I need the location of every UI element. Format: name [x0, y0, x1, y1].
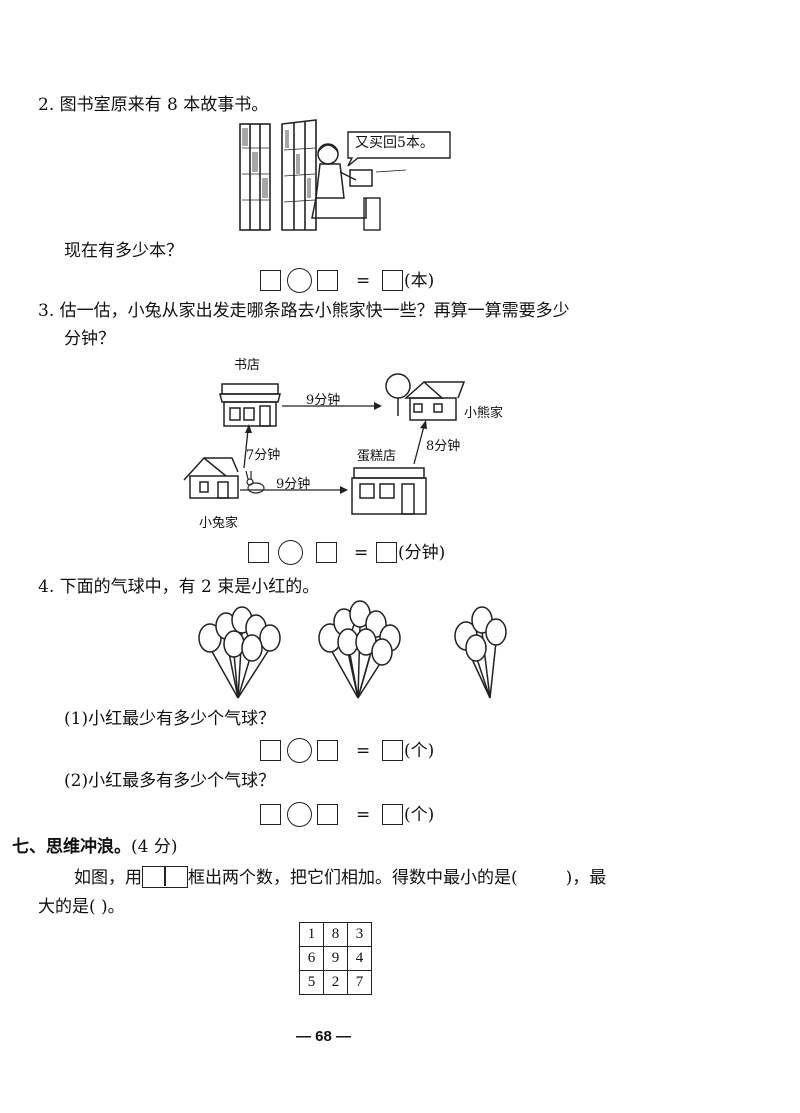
bookshelf-left	[239, 123, 271, 231]
section-7-line1: 如图，用 框出两个数，把它们相加。得数中最小的是( )，最	[74, 866, 606, 889]
girl-figure	[311, 143, 373, 219]
balloon-bunch-2	[318, 600, 401, 699]
up-route-label: 7分钟	[246, 448, 281, 463]
grid-cell: 5	[299, 970, 324, 995]
route-map	[183, 373, 466, 515]
q3-title-line2: 分钟？	[64, 329, 115, 349]
number-grid: 1 8 3 6 9 4 5 2 7	[299, 922, 372, 995]
equals-sign: =	[354, 543, 369, 563]
operator-circle[interactable]	[287, 738, 312, 763]
rabbit-home-label: 小兔家	[199, 516, 239, 531]
q4-sub1: (1)小红最少有多少个气球？	[64, 709, 276, 729]
grid-row: 5 2 7	[299, 970, 372, 995]
speech-bubble	[347, 131, 451, 167]
answer-box[interactable]	[248, 542, 269, 563]
cake-shop-icon	[351, 467, 427, 515]
operator-circle[interactable]	[278, 540, 303, 565]
rabbit-icon	[245, 470, 265, 494]
bookshelf-right	[281, 119, 317, 231]
line1-part-a: 如图，用	[74, 868, 142, 888]
equals-sign: =	[356, 271, 371, 291]
grid-cell: 4	[347, 946, 372, 971]
answer-box[interactable]	[317, 270, 338, 291]
equals-sign: =	[356, 741, 371, 761]
answer-box[interactable]	[382, 270, 403, 291]
bookstore-label: 书店	[234, 358, 261, 373]
q4-title: 4. 下面的气球中，有 2 束是小红的。	[38, 577, 320, 597]
top-route-label: 9分钟	[306, 393, 341, 408]
bear-home-icon	[385, 373, 466, 421]
q2-title: 2. 图书室原来有 8 本故事书。	[38, 95, 269, 115]
answer-box[interactable]	[316, 542, 337, 563]
answer-box[interactable]	[382, 740, 403, 761]
right-route-label: 8分钟	[426, 439, 461, 454]
grid-row: 6 9 4	[299, 946, 372, 971]
grid-cell: 3	[347, 922, 372, 947]
q3-title-line1: 3. 估一估，小兔从家出发走哪条路去小熊家快一些？再算一算需要多少	[38, 301, 570, 321]
answer-box[interactable]	[260, 270, 281, 291]
unit-label: (本)	[404, 271, 435, 291]
balloon-bunch-1	[198, 606, 281, 699]
grid-row: 1 8 3	[299, 922, 372, 947]
grid-cell: 6	[299, 946, 324, 971]
section-7-heading: 七、思维冲浪。(4 分)	[12, 836, 177, 858]
section-7-line2: 大的是( )。	[38, 897, 125, 917]
grid-cell: 1	[299, 922, 324, 947]
answer-box[interactable]	[317, 740, 338, 761]
answer-box[interactable]	[317, 804, 338, 825]
q4-sub2: (2)小红最多有多少个气球？	[64, 771, 276, 791]
grid-cell: 7	[347, 970, 372, 995]
cake-shop-label: 蛋糕店	[357, 449, 397, 464]
unit-label: (个)	[404, 805, 435, 825]
route-arrows	[240, 405, 425, 491]
grid-cell: 8	[323, 922, 348, 947]
arrow-heads	[245, 402, 427, 494]
q2-question: 现在有多少本？	[64, 241, 183, 261]
line1-part-c: )，最	[565, 868, 607, 888]
answer-box[interactable]	[382, 804, 403, 825]
library-illustration	[239, 119, 451, 231]
balloon-bunch-3	[454, 606, 507, 699]
line1-part-b: 框出两个数，把它们相加。得数中最小的是(	[188, 868, 518, 888]
section-7-title: 七、思维冲浪。	[12, 837, 131, 857]
speech-text: 又买回5本。	[355, 135, 434, 151]
unit-label: (个)	[404, 741, 435, 761]
section-7-score: (4 分)	[131, 837, 178, 857]
bottom-route-label: 9分钟	[276, 477, 311, 492]
answer-box[interactable]	[260, 740, 281, 761]
bookstore-icon	[219, 383, 281, 427]
rabbit-home-icon	[183, 456, 239, 499]
grid-cell: 2	[323, 970, 348, 995]
operator-circle[interactable]	[287, 802, 312, 827]
operator-circle[interactable]	[287, 268, 312, 293]
unit-label: (分钟)	[398, 543, 446, 563]
equals-sign: =	[356, 805, 371, 825]
answer-box[interactable]	[260, 804, 281, 825]
frame-symbol	[142, 866, 188, 888]
bear-home-label: 小熊家	[464, 406, 504, 421]
grid-cell: 9	[323, 946, 348, 971]
answer-box[interactable]	[376, 542, 397, 563]
page-number: — 68 —	[296, 1028, 352, 1045]
balloons-illustration	[198, 600, 507, 699]
